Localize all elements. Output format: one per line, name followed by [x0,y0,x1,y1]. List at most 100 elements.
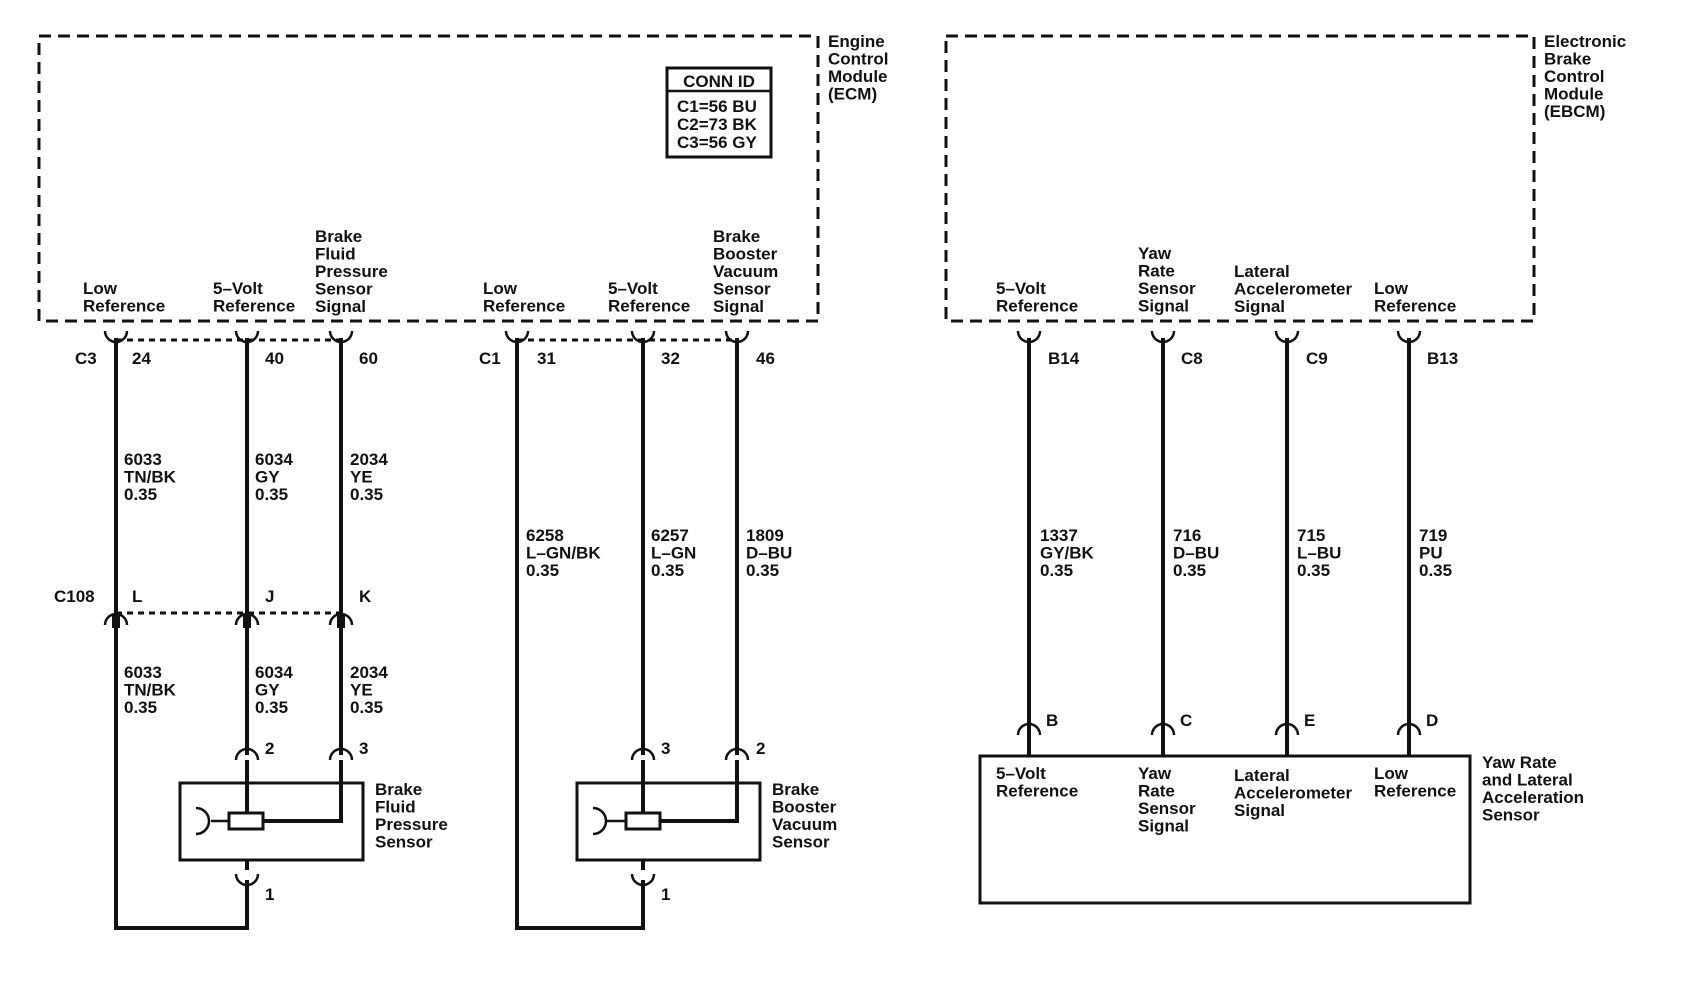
yaw-sensor-name: Yaw Rate and Lateral Acceleration Sensor [1482,753,1589,825]
c108-name: C108 [54,587,95,606]
terminal [724,747,750,761]
brake-fluid-sensor-name: Brake Fluid Pressure Sensor [375,780,453,852]
yaw-sensor-pin-label: 5–Volt Reference [996,764,1078,801]
ecm-pin-number: 31 [537,349,556,368]
terminal [1150,722,1176,736]
ebcm-pin-number: B14 [1048,349,1080,368]
yaw-sensor-pin-label: Yaw Rate Sensor Signal [1138,764,1200,836]
ebcm-pin-label: Low Reference [1374,279,1456,316]
terminal [328,612,354,628]
lower-wire-labels: 6033 TN/BK 0.35 6034 GY 0.35 2034 YE 0.3… [124,663,393,717]
upper-wire-labels: 6033 TN/BK 0.35 6034 GY 0.35 2034 YE 0.3… [124,450,797,580]
wire-6033-lower [114,625,249,930]
yaw-sensor-pin: C [1180,711,1192,730]
conn-id-title: CONN ID [683,72,755,91]
c108-pin: J [265,587,274,606]
ecm-pin-label: 5–Volt Reference [213,279,295,316]
conn-id-c1: C1=56 BU [677,97,757,116]
terminal [234,612,260,628]
conn-id-c2: C2=73 BK [677,115,758,134]
terminal [630,747,656,761]
wire-label: 6034 GY 0.35 [255,663,298,717]
wire-label: 6033 TN/BK 0.35 [124,450,181,504]
wire-label: 2034 YE 0.35 [350,450,393,504]
wire-label: 719 PU 0.35 [1419,526,1452,580]
terminal [234,747,260,761]
wire-label: 6258 L–GN/BK 0.35 [526,526,605,580]
terminal [1396,722,1422,736]
ecm-dashed-outline [37,34,820,323]
ebcm-pin-label: Yaw Rate Sensor Signal [1138,244,1200,316]
terminal [234,873,260,893]
sensor-pin: 2 [756,739,765,758]
wire-label: 1337 GY/BK 0.35 [1040,526,1099,580]
terminal [328,330,354,349]
ecm-pin-number: 32 [661,349,680,368]
sensor-element-icon [624,811,662,831]
ebcm-pin-number: B13 [1427,349,1458,368]
sensor-pin: 3 [661,739,670,758]
terminal [630,873,656,893]
ecm-connector-name: C3 [75,349,97,368]
yaw-sensor-pin: E [1304,711,1315,730]
brake-booster-vacuum-sensor: 3 2 1 Brake Booster Vacuum Sensor [575,739,842,904]
ebcm-dashed-outline [944,34,1536,323]
ecm-pin-label: Low Reference [83,279,165,316]
yaw-rate-lateral-acceleration-sensor: B C E D 5–Volt Reference Yaw Rate Sensor… [978,711,1589,905]
ecm-pin-number: 60 [359,349,378,368]
terminal [103,330,129,349]
sensor-pin: 2 [265,739,274,758]
wire-label: 6033 TN/BK 0.35 [124,663,181,717]
ebcm-pin-number: C8 [1181,349,1203,368]
vacuum-port-icon [592,806,608,836]
sensor-pin: 1 [265,885,274,904]
brake-fluid-pressure-sensor: 2 3 1 Brake Fluid Pressure Sensor [178,739,453,904]
wire-label: 716 D–BU 0.35 [1173,526,1224,580]
wire-6258 [515,349,645,930]
wire-label: 1809 D–BU 0.35 [746,526,797,580]
terminal [328,747,354,761]
yaw-sensor-pin-label: Low Reference [1374,764,1456,801]
yaw-sensor-pin-label: Lateral Accelerometer Signal [1234,766,1357,820]
ecm-pin-number: 46 [756,349,775,368]
brake-booster-sensor-name: Brake Booster Vacuum Sensor [772,780,842,852]
ecm-name: Engine Control Module (ECM) [828,32,893,104]
terminal [103,612,129,628]
ebcm-pin-number: C9 [1306,349,1328,368]
ecm-pin-label: 5–Volt Reference [608,279,690,316]
c108-pin: L [132,587,142,606]
ecm-pin-label: Brake Booster Vacuum Sensor Signal [713,227,783,316]
wire-label: 2034 YE 0.35 [350,663,393,717]
c108-inline-connector: C108 L J K [54,587,372,628]
terminal [630,330,656,349]
pressure-port-icon [195,806,211,836]
terminal [724,330,750,349]
ecm-pin-label: Low Reference [483,279,565,316]
ecm-pin-number: 40 [265,349,284,368]
ecm-wiring [114,349,739,930]
ebcm-module: Electronic Brake Control Module (EBCM) 5… [944,32,1631,368]
ebcm-name: Electronic Brake Control Module (EBCM) [1544,32,1631,121]
ecm-terminals [103,330,750,349]
ebcm-wire-labels: 1337 GY/BK 0.35 716 D–BU 0.35 715 L–BU 0… [1040,526,1452,580]
conn-id-table: CONN ID C1=56 BU C2=73 BK C3=56 GY [665,66,773,159]
ebcm-wiring [1027,338,1411,752]
sensor-pin: 1 [661,885,670,904]
ebcm-pin-label: 5–Volt Reference [996,279,1078,316]
yaw-sensor-pin: B [1046,711,1058,730]
sensor-element-icon [227,811,265,831]
ecm-connector-name: C1 [479,349,501,368]
terminal [1274,722,1300,736]
sensor-pin: 3 [359,739,368,758]
ecm-pin-number: 24 [132,349,151,368]
wire-label: 6034 GY 0.35 [255,450,298,504]
ebcm-terminals [1016,330,1422,344]
terminal [234,330,260,349]
conn-id-c3: C3=56 GY [677,133,758,152]
ecm-pin-label: Brake Fluid Pressure Sensor Signal [315,227,393,316]
wire-label: 6257 L–GN 0.35 [651,526,701,580]
terminal [504,330,530,349]
ebcm-pin-label: Lateral Accelerometer Signal [1234,262,1357,316]
yaw-sensor-pin: D [1426,711,1438,730]
